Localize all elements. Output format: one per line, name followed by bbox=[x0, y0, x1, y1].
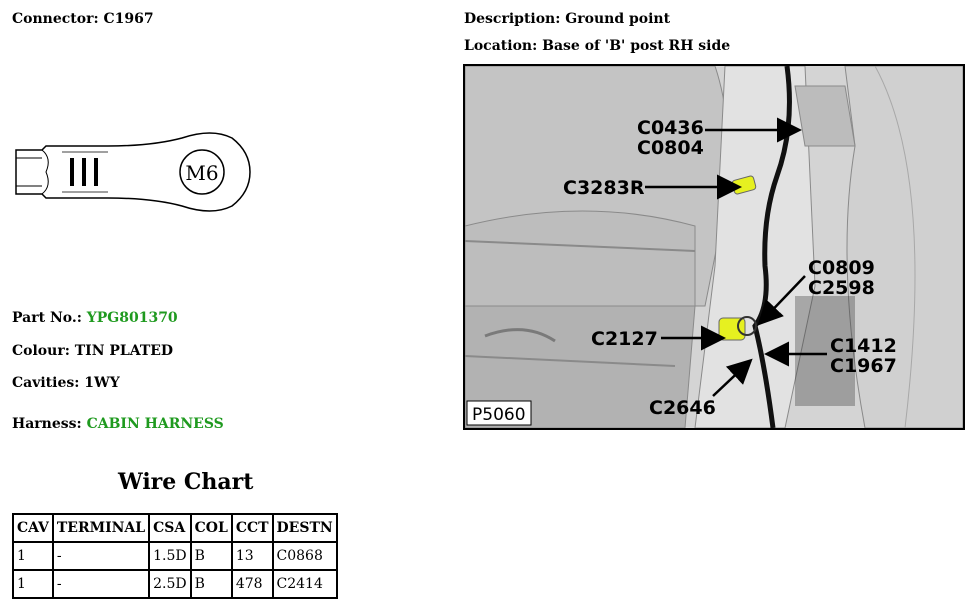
cavities-label: Cavities: 1WY bbox=[12, 375, 120, 391]
location-photo: C0436 C0804 C3283R C0809 C2598 C2127 C14… bbox=[463, 64, 965, 430]
col-cav: CAV bbox=[12, 513, 54, 543]
location-value: Base of 'B' post RH side bbox=[542, 38, 731, 54]
photo-ref-label: P5060 bbox=[472, 405, 526, 425]
callout-c3283r[interactable]: C3283R bbox=[563, 177, 645, 199]
cell-terminal: - bbox=[51, 569, 151, 599]
callout-c1412[interactable]: C1412 bbox=[830, 335, 897, 357]
location-label: Location: Base of 'B' post RH side bbox=[464, 38, 731, 54]
connector-value: C1967 bbox=[103, 11, 154, 27]
photo-ref-box bbox=[466, 400, 532, 426]
cell-col: B bbox=[189, 541, 233, 571]
col-csa: CSA bbox=[148, 513, 192, 543]
stud-size-label: M6 bbox=[185, 161, 218, 185]
wire-chart-header-row: CAV TERMINAL CSA COL CCT DESTN bbox=[12, 513, 338, 543]
connector-label: Connector: C1967 bbox=[12, 11, 154, 27]
col-terminal: TERMINAL bbox=[51, 513, 151, 543]
callout-c2127[interactable]: C2127 bbox=[591, 328, 658, 350]
part-no-value[interactable]: YPG801370 bbox=[86, 310, 178, 326]
cell-destn[interactable]: C0868 bbox=[271, 541, 338, 571]
description-label: Description: Ground point bbox=[464, 11, 671, 27]
wire-chart-table: CAV TERMINAL CSA COL CCT DESTN 1 - 1.5D … bbox=[12, 513, 338, 599]
harness-value[interactable]: CABIN HARNESS bbox=[86, 416, 224, 432]
wire-chart-title: Wire Chart bbox=[118, 469, 254, 495]
cell-cct: 478 bbox=[230, 569, 274, 599]
callout-c0436[interactable]: C0436 bbox=[637, 117, 704, 139]
cell-csa: 1.5D bbox=[148, 541, 192, 571]
cell-terminal: - bbox=[51, 541, 151, 571]
callout-c1967[interactable]: C1967 bbox=[830, 355, 897, 377]
colour-label: Colour: TIN PLATED bbox=[12, 343, 174, 359]
callout-c0804[interactable]: C0804 bbox=[637, 137, 704, 159]
cell-col: B bbox=[189, 569, 233, 599]
harness-label: Harness: CABIN HARNESS bbox=[12, 416, 224, 432]
callout-c2598[interactable]: C2598 bbox=[808, 277, 875, 299]
colour-value: TIN PLATED bbox=[74, 343, 174, 359]
cavities-value: 1WY bbox=[84, 375, 120, 391]
callout-c2646[interactable]: C2646 bbox=[649, 397, 716, 419]
col-cct: CCT bbox=[230, 513, 274, 543]
description-value: Ground point bbox=[565, 11, 671, 27]
col-col: COL bbox=[189, 513, 233, 543]
cell-cav: 1 bbox=[12, 541, 54, 571]
table-row: 1 - 1.5D B 13 C0868 bbox=[12, 541, 338, 571]
ring-terminal-drawing: M6 bbox=[15, 132, 251, 212]
cell-cav: 1 bbox=[12, 569, 54, 599]
cell-cct: 13 bbox=[230, 541, 274, 571]
cell-csa: 2.5D bbox=[148, 569, 192, 599]
table-row: 1 - 2.5D B 478 C2414 bbox=[12, 569, 338, 599]
col-destn: DESTN bbox=[271, 513, 338, 543]
stud-hole bbox=[179, 149, 225, 195]
callout-c0809[interactable]: C0809 bbox=[808, 257, 875, 279]
cell-destn[interactable]: C2414 bbox=[271, 569, 338, 599]
part-no-label: Part No.: YPG801370 bbox=[12, 310, 178, 326]
